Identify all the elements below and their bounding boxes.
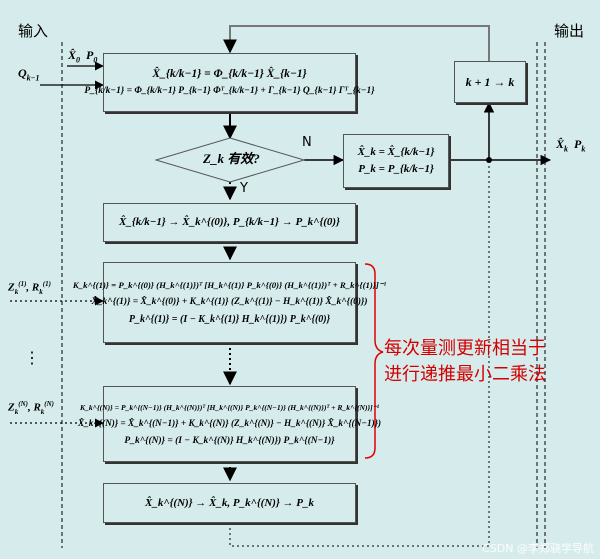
- input-label: 输入: [18, 22, 49, 40]
- no-branch-label: N: [302, 135, 312, 150]
- updateN-gain-eq: K_k^{(N)} = P_k^{(N−1)} (H_k^{(N)})ᵀ [H_…: [80, 402, 379, 412]
- x0-p0-label: X̂0 P0: [68, 48, 98, 65]
- vertical-dots: ⋮: [24, 350, 40, 367]
- no-update-state-eq: X̂_k = X̂_{k/k−1}: [357, 146, 435, 158]
- xk-pk-output-label: X̂k Pk: [556, 137, 586, 154]
- update1-gain-eq: K_k^{(1)} = P_k^{(0)} (H_k^{(1)})ᵀ [H_k^…: [72, 280, 387, 290]
- updateN-state-eq: X̂_k^{(N)} = X̂_k^{(N−1)} + K_k^{(N)} (Z…: [77, 418, 382, 429]
- decision-text: Z_k 有效?: [203, 151, 260, 166]
- measurement-update-N-box: K_k^{(N)} = P_k^{(N−1)} (H_k^{(N)})ᵀ [H_…: [78, 386, 381, 462]
- final-assignment-box: X̂_k^{(N)} → X̂_k, P_k^{(N)} → P_k: [103, 483, 356, 523]
- yes-branch-label: Y: [240, 181, 248, 196]
- increment-text: k + 1 → k: [465, 74, 515, 89]
- prediction-box: X̂_{k/k−1} = Φ_{k/k−1} X̂_{k−1} P_{k/k−1…: [84, 53, 375, 112]
- rls-note-line-2: 进行递推最小二乘法: [384, 364, 546, 385]
- final-assignment-eq: X̂_k^{(N)} → X̂_k, P_k^{(N)} → P_k: [144, 496, 314, 509]
- final-to-output-line: [229, 166, 490, 547]
- updateN-covariance-eq: P_k^{(N)} = (I − K_k^{(N)} H_k^{(N)}) P_…: [124, 435, 335, 446]
- no-update-box: X̂_k = X̂_{k/k−1} P_k = P_{k/k−1}: [343, 134, 449, 188]
- increment-box: k + 1 → k: [454, 61, 526, 103]
- watermark: CSDN @李郑骁学导航: [482, 542, 594, 555]
- output-label: 输出: [554, 22, 585, 40]
- zn-rn-label: Zk(N), Rk(N): [8, 400, 55, 416]
- no-update-covariance-eq: P_k = P_{k/k−1}: [358, 163, 434, 175]
- update1-state-eq: X̂_k^{(1)} = X̂_k^{(0)} + K_k^{(1)} (Z_k…: [91, 297, 368, 307]
- note-bracket: [364, 263, 384, 459]
- feedback-loop-line: [223, 25, 490, 61]
- measurement-update-1-box: K_k^{(1)} = P_k^{(0)} (H_k^{(1)})ᵀ [H_k^…: [73, 262, 386, 343]
- initialization-eq: X̂_{k/k−1} → X̂_k^{(0)}, P_{k/k−1} → P_k…: [119, 216, 340, 228]
- rls-note-line-1: 每次量测更新相当于: [384, 338, 546, 359]
- decision-diamond: [154, 137, 306, 183]
- update1-covariance-eq: P_k^{(1)} = (I − K_k^{(1)} H_k^{(1)}) P_…: [128, 314, 331, 325]
- initialization-box: X̂_{k/k−1} → X̂_k^{(0)}, P_{k/k−1} → P_k…: [103, 203, 356, 242]
- rls-note: 每次量测更新相当于 进行递推最小二乘法: [384, 336, 546, 388]
- prediction-covariance-eq: P_{k/k−1} = Φ_{k/k−1} P_{k−1} Φᵀ_{k/k−1}…: [84, 85, 375, 96]
- prediction-state-eq: X̂_{k/k−1} = Φ_{k/k−1} X̂_{k−1}: [152, 67, 307, 80]
- q-input-label: Qk−1: [18, 66, 40, 83]
- z1-r1-label: Zk(1), Rk(1): [8, 280, 51, 296]
